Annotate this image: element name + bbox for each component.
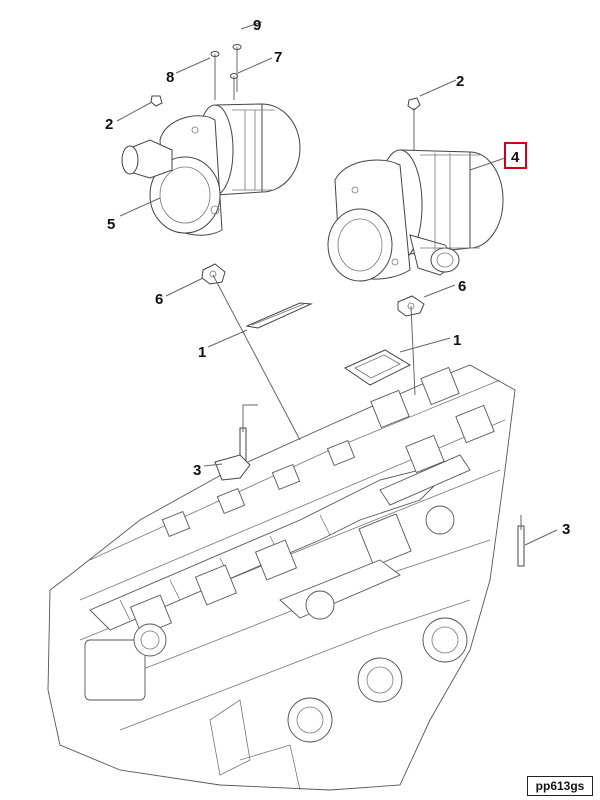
nut-2-right [407,97,421,111]
callout-6-left: 6 [155,291,163,308]
callout-2-right: 2 [456,73,464,90]
callout-2-left: 2 [105,116,113,133]
callout-1-right: 1 [453,332,461,349]
bracket-3-left [214,454,251,481]
turbocharger-left [121,103,301,236]
callout-1-left: 1 [198,344,206,361]
gasket-1-left [245,302,313,329]
callout-6-right: 6 [458,278,466,295]
engine-block [47,364,516,791]
callout-3-left: 3 [193,462,201,479]
stud-3-right [517,525,525,567]
callout-9: 9 [253,17,261,34]
figure-id-label: pp613gs [527,776,593,796]
callout-4-highlight-box [504,142,527,169]
turbocharger-right [327,149,504,282]
callout-5: 5 [107,216,115,233]
gasket-1-right [343,349,412,386]
nut-2-left [150,95,163,107]
callout-4: 4 [511,149,520,166]
callout-8: 8 [166,69,174,86]
callout-3-right: 3 [562,521,570,538]
gasket-6-left [201,263,226,285]
callout-7: 7 [274,49,282,66]
